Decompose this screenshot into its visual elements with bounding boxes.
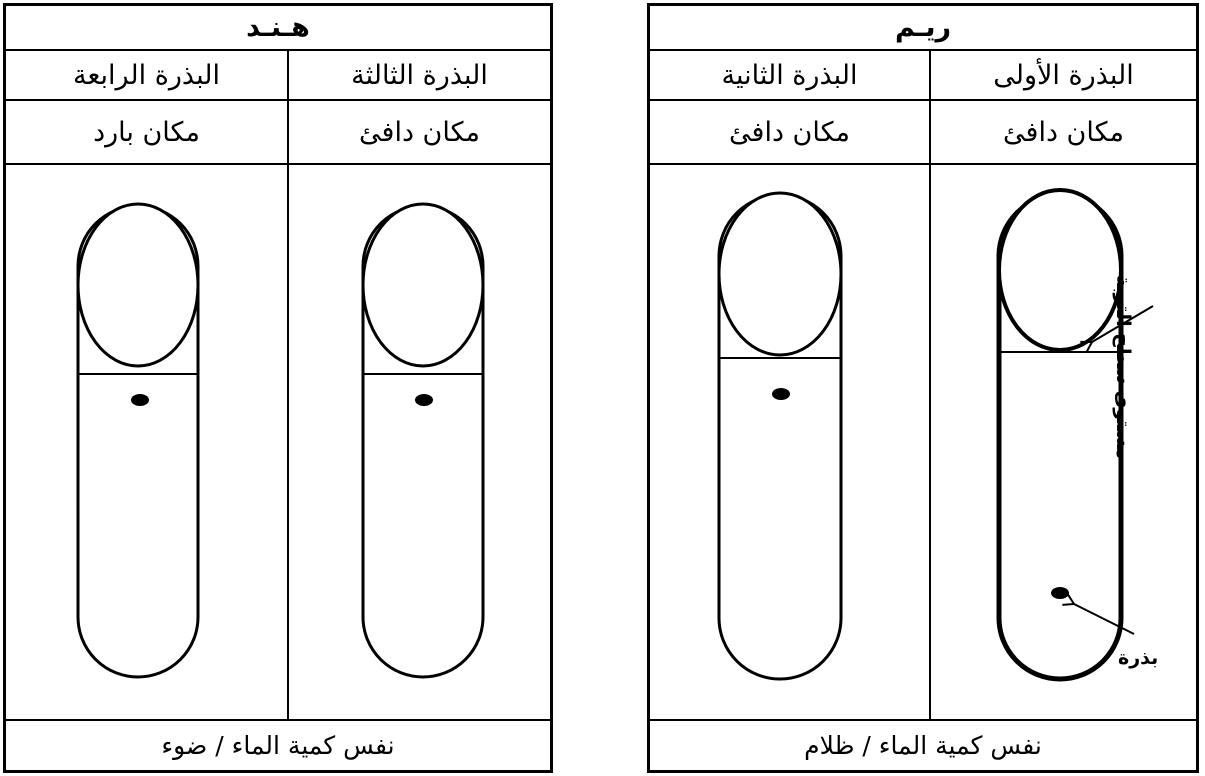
seed-label-fourth: البذرة الرابعة: [73, 59, 220, 91]
seed-dot: [1051, 587, 1069, 599]
soil-bag-oval: [361, 202, 485, 368]
annotation-soil-surface: مستوى سطح التربة: [1112, 274, 1134, 459]
divider: [650, 49, 1196, 51]
place-label-second: مكان دافئ: [729, 116, 850, 148]
seed-label-second: البذرة الثانية: [721, 59, 858, 91]
divider: [650, 719, 1196, 721]
divider: [6, 49, 550, 51]
soil-bag-oval: [717, 191, 843, 357]
column-divider: [287, 51, 289, 721]
tube-second-seed: [717, 191, 843, 681]
soil-bag-oval: [997, 188, 1123, 352]
tube-fourth-seed: [76, 202, 200, 679]
soil-bag-oval: [76, 202, 200, 368]
place-label-first: مكان دافئ: [1003, 116, 1124, 148]
seed-dot: [131, 394, 149, 406]
seed-label-third: البذرة الثالثة: [351, 59, 488, 91]
seed-dot: [415, 394, 433, 406]
panel-title-reem: ريـم: [894, 12, 952, 43]
divider: [6, 99, 550, 101]
tube-third-seed: [361, 202, 485, 679]
seed-tubes-drawing-reem: [717, 188, 1154, 682]
seed-label-first: البذرة الأولى: [993, 59, 1134, 91]
place-label-third: مكان دافئ: [359, 116, 480, 148]
column-divider: [929, 51, 931, 721]
divider: [6, 719, 550, 721]
seed-dot: [772, 388, 790, 400]
divider: [650, 163, 1196, 165]
condition-label-reem: نفس كمية الماء / ظلام: [804, 731, 1042, 760]
panel-reem: ريـم البذرة الأولى البذرة الثانية مكان د…: [647, 3, 1199, 773]
seed-tubes-drawing-hind: [76, 202, 485, 679]
tube-first-seed: [996, 188, 1154, 682]
seed-arrow: [1062, 593, 1135, 635]
soil-surface-arrow: [1080, 305, 1154, 353]
divider: [650, 99, 1196, 101]
panel-hind: هـنـد البذرة الثالثة البذرة الرابعة مكان…: [3, 3, 553, 773]
annotation-seed: بذرة: [1118, 647, 1159, 669]
place-label-fourth: مكان بارد: [93, 116, 200, 148]
panel-title-hind: هـنـد: [246, 12, 310, 43]
condition-label-hind: نفس كمية الماء / ضوء: [161, 731, 395, 760]
divider: [6, 163, 550, 165]
